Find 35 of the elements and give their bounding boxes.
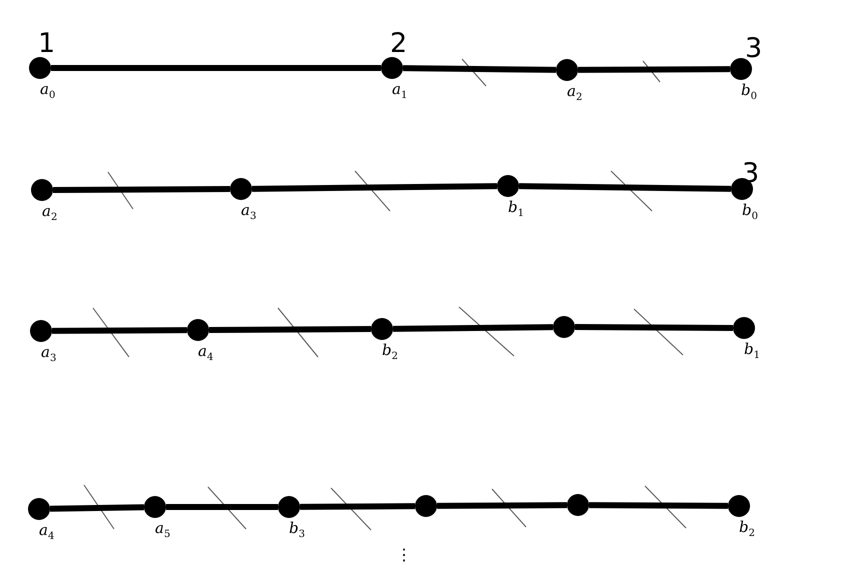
- line-segment: [518, 183, 732, 192]
- line-segment: [300, 503, 416, 510]
- point-label: a$_{4}$: [198, 344, 214, 363]
- point-label: a$_{2}$: [567, 84, 582, 103]
- point-label: a$_{3}$: [241, 203, 256, 222]
- line-segment: [51, 65, 381, 71]
- point-label: a$_{3}$: [41, 345, 56, 364]
- continuation-dots: ⋮: [396, 547, 412, 563]
- line-segment: [578, 66, 730, 73]
- line-segment: [574, 324, 734, 331]
- line-segment: [392, 324, 554, 332]
- point-label: a$_{2}$: [42, 204, 58, 223]
- step-number: 1: [38, 30, 56, 57]
- point-label: a$_{4}$: [39, 523, 54, 542]
- line-segment: [52, 327, 188, 334]
- point-label: b$_{1}$: [508, 200, 524, 219]
- line-segment: [50, 504, 144, 512]
- point-label: b$_{2}$: [382, 343, 398, 362]
- line-segment: [252, 183, 498, 192]
- line-segment: [588, 502, 728, 509]
- point-label: b$_{0}$: [742, 203, 758, 222]
- line-segment: [52, 186, 230, 193]
- point-label: a$_{0}$: [40, 82, 56, 101]
- point-label: b$_{0}$: [741, 83, 757, 102]
- point-label: a$_{5}$: [155, 521, 170, 540]
- point-label: b$_{3}$: [289, 521, 305, 540]
- line-segment: [402, 65, 556, 73]
- point-label: b$_{1}$: [744, 342, 760, 361]
- point-label: b$_{2}$: [739, 520, 755, 539]
- line-segment: [166, 504, 278, 510]
- line-segment: [208, 326, 372, 333]
- step-number: 2: [390, 30, 408, 57]
- point-label: a$_{1}$: [392, 82, 408, 101]
- step-number: 3: [745, 35, 762, 62]
- line-segment: [436, 502, 568, 509]
